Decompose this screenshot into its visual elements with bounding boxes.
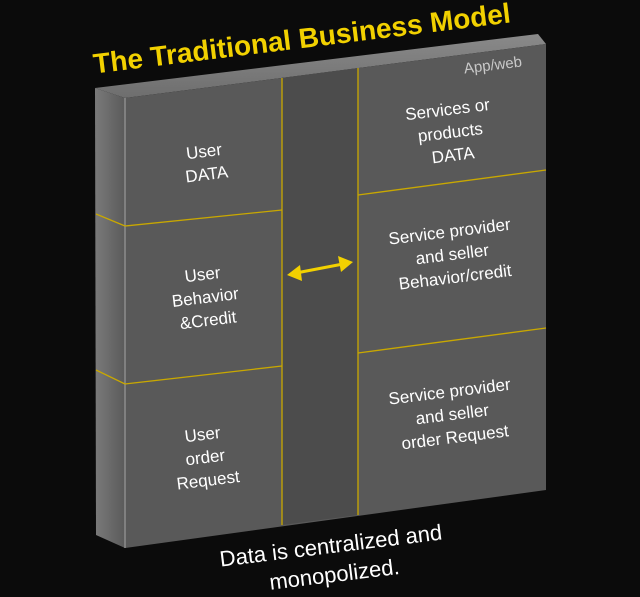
caption: Data is centralized and monopolized. bbox=[218, 520, 443, 595]
left-cell-line: User bbox=[184, 423, 222, 446]
platform-label: App/web bbox=[463, 54, 523, 78]
left-cell-line: User bbox=[185, 140, 223, 163]
left-cell-line: User bbox=[184, 263, 222, 286]
box-top-face bbox=[95, 34, 546, 98]
box-left-face bbox=[95, 88, 125, 548]
left-cell-line: order bbox=[184, 446, 226, 470]
middle-channel bbox=[282, 68, 358, 525]
left-cell-user-data: User DATA bbox=[184, 140, 229, 187]
double-arrow-icon bbox=[287, 256, 353, 281]
grid-lines bbox=[95, 68, 547, 525]
